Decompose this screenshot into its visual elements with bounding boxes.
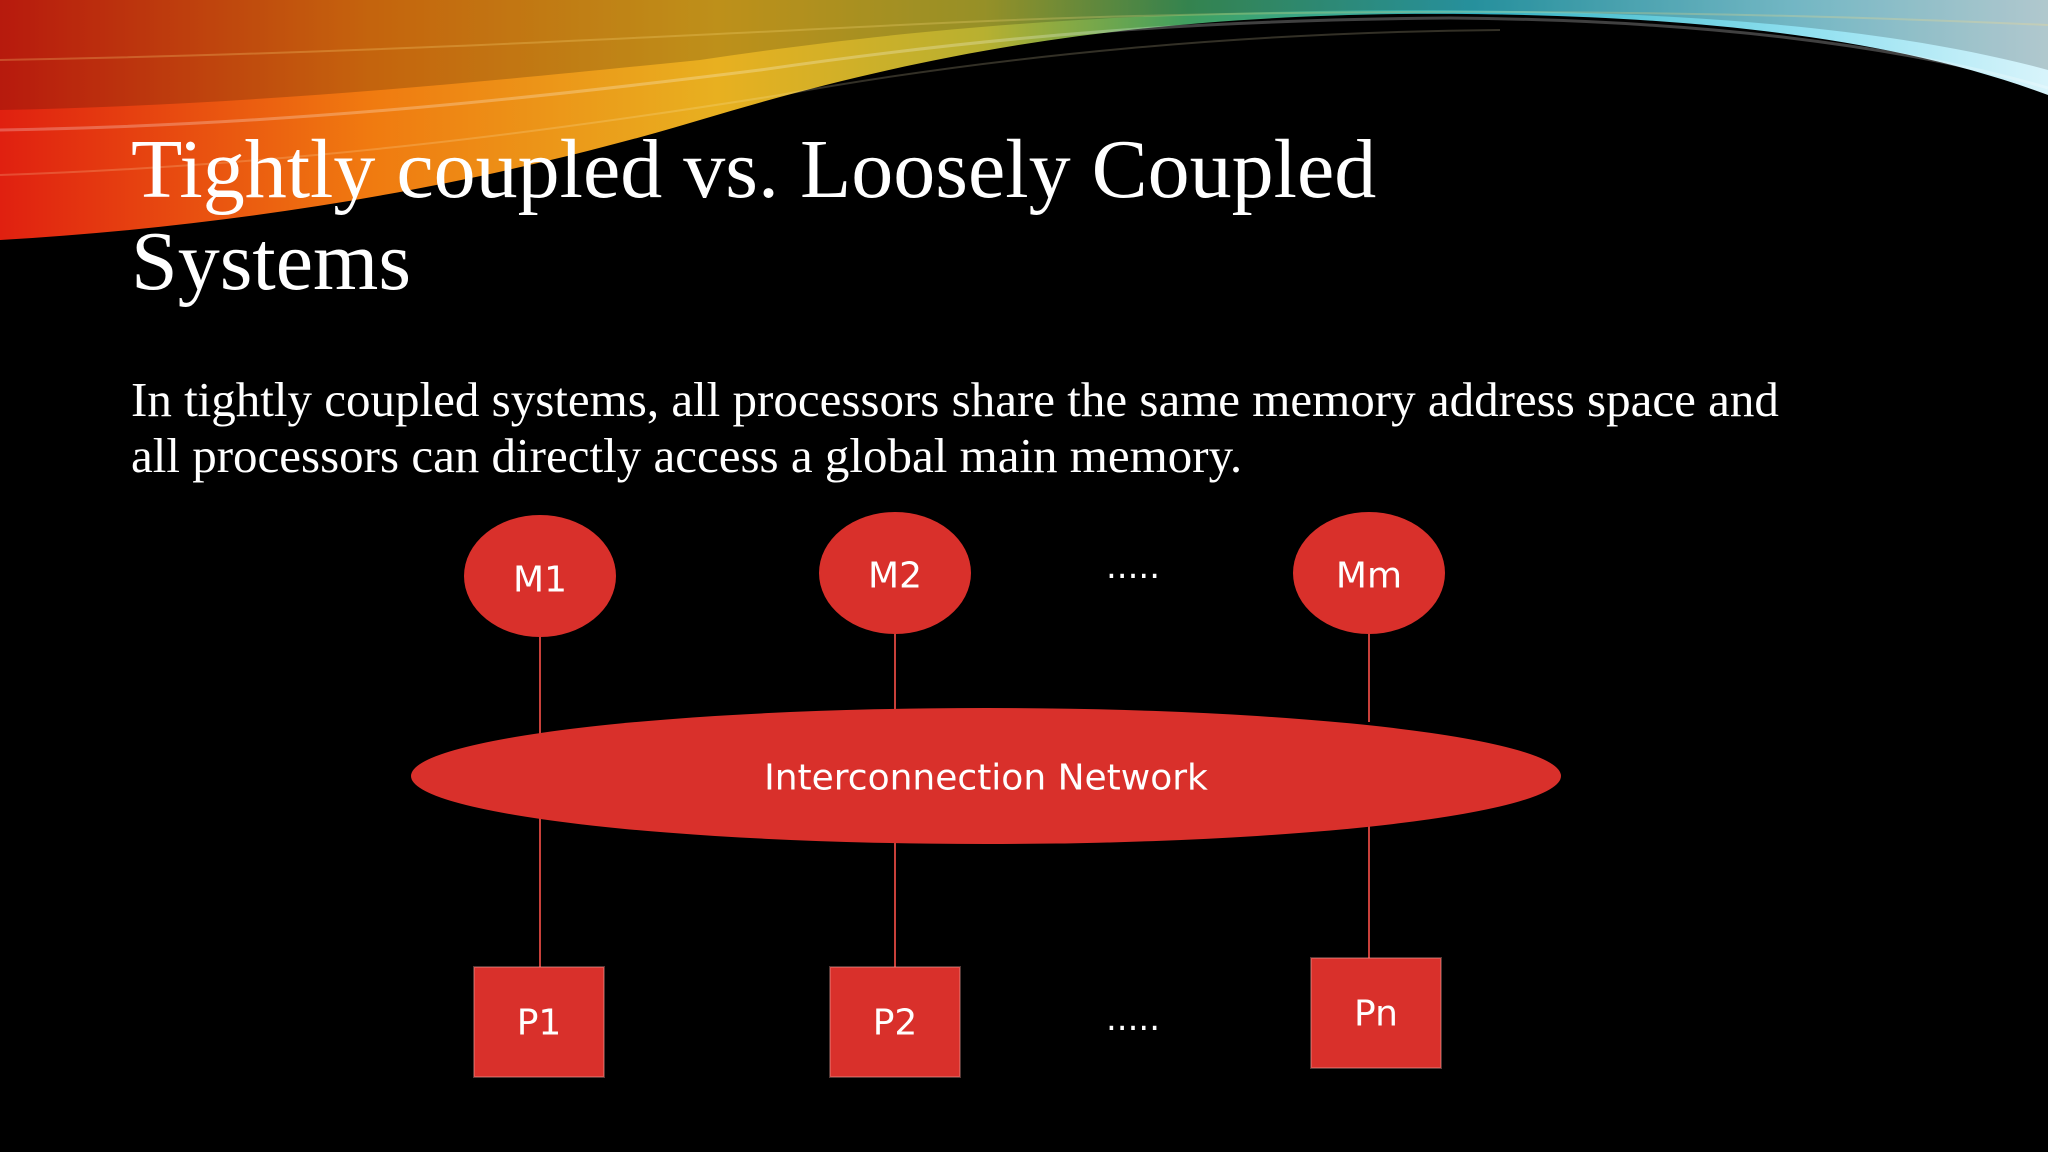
processor-node-pn xyxy=(1310,957,1442,1069)
processor-node-p2 xyxy=(829,966,961,1078)
processor-node-p2-label: P2 xyxy=(873,1003,918,1044)
interconnection-network-label: Interconnection Network xyxy=(764,758,1208,799)
memory-ellipsis: ..... xyxy=(1106,547,1160,587)
memory-node-m1 xyxy=(464,515,616,637)
slide-title: Tightly coupled vs. Loosely Coupled Syst… xyxy=(131,124,1631,308)
memory-node-m1-label: M1 xyxy=(513,560,567,601)
slide-title-line-1: Tightly coupled vs. Loosely Coupled xyxy=(131,123,1377,216)
processor-node-pn-label: Pn xyxy=(1354,994,1398,1035)
slide-title-line-2: Systems xyxy=(131,215,412,308)
processor-ellipsis: ..... xyxy=(1106,999,1160,1039)
memory-node-m2-label: M2 xyxy=(868,556,922,597)
processor-node-p1 xyxy=(473,966,605,1078)
memory-node-m2 xyxy=(819,512,971,634)
body-text-line-2: all processors can directly access a glo… xyxy=(131,428,1243,483)
memory-node-mm-label: Mm xyxy=(1336,556,1402,597)
memory-node-mm xyxy=(1293,512,1445,634)
slide-body-text: In tightly coupled systems, all processo… xyxy=(131,372,1931,484)
interconnection-network xyxy=(411,708,1561,844)
decorative-rainbow-swoosh xyxy=(0,0,2048,240)
processor-node-p1-label: P1 xyxy=(517,1003,562,1044)
body-text-line-1: In tightly coupled systems, all processo… xyxy=(131,372,1779,427)
